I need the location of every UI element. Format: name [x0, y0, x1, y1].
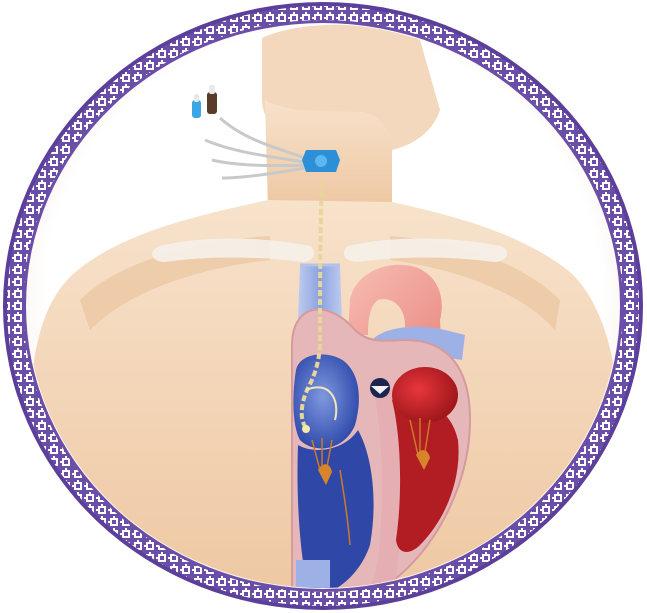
catheter-heart-illustration [0, 0, 647, 613]
